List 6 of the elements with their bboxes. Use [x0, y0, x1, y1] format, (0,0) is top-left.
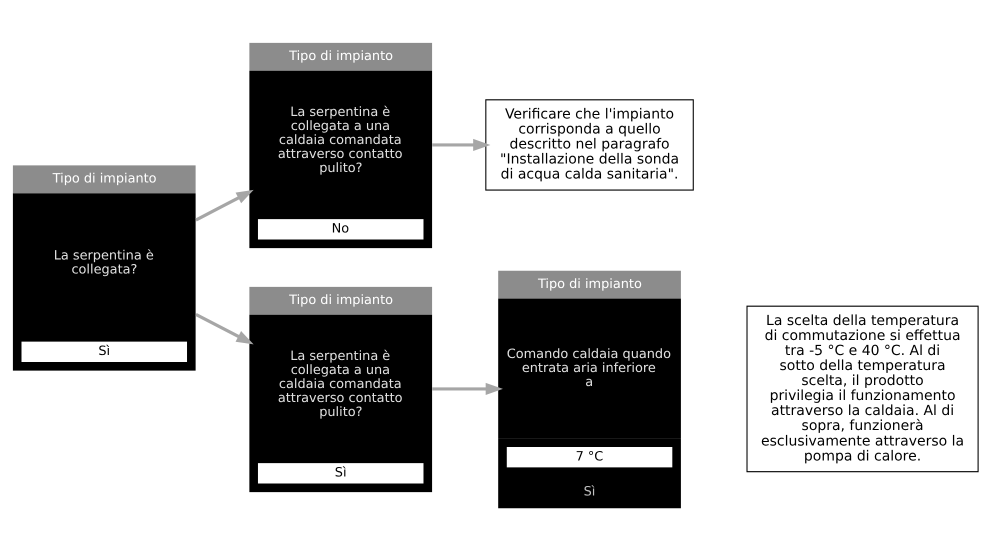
- arrow: [195, 190, 254, 222]
- arrow: [432, 138, 490, 151]
- arrow: [195, 313, 254, 344]
- node-box: La scelta della temperatura di commutazione si effettua tra -5 °C e 40 °C. Al di sotto della temperatura scelta, il prodotto privilegia il funzionamento attraverso la caldaia. Al di sopra, funzionerà esclusivamente attraverso la pompa di calore.: [746, 306, 979, 472]
- node-box: Verificare che l'impianto corrisponda a quello descritto nel paragrafo "Installazione della sonda di acqua calda sanitaria".: [485, 99, 694, 191]
- arrow: [432, 382, 503, 395]
